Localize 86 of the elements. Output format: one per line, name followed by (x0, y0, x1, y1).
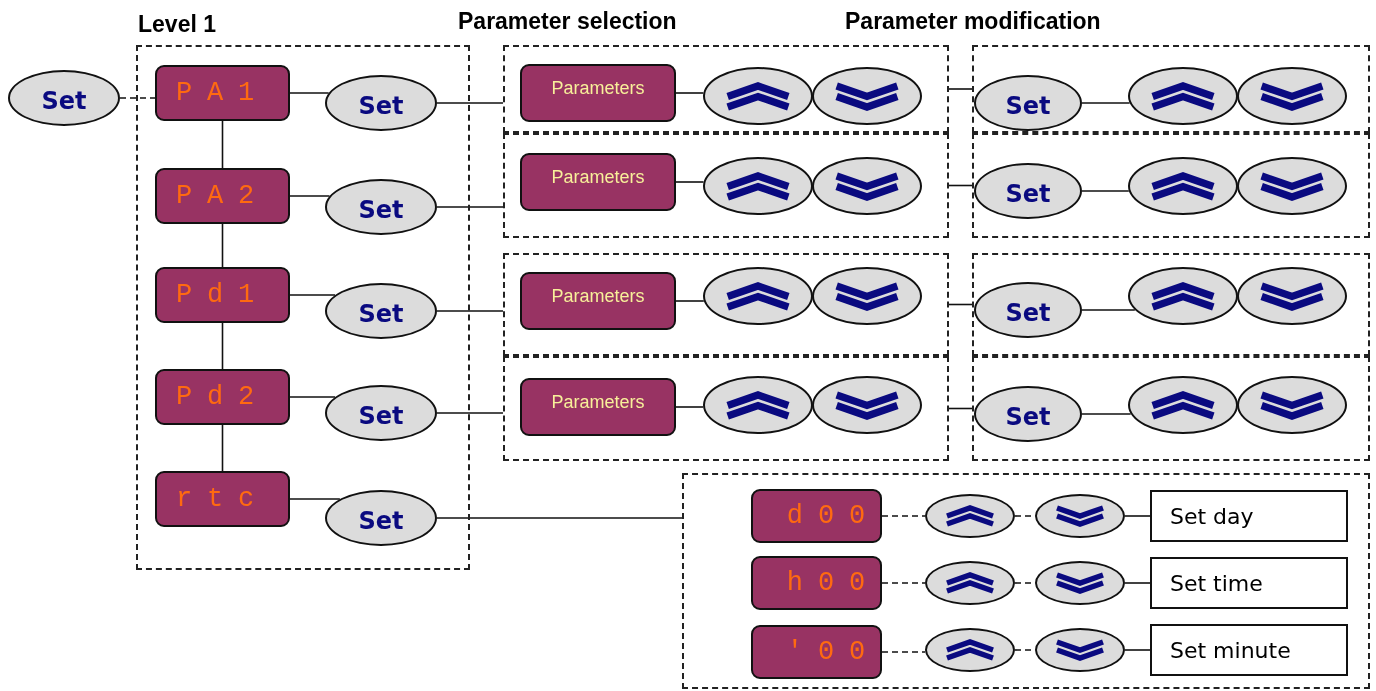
dashed-group-box (503, 133, 949, 238)
dashed-group-box (682, 473, 1370, 689)
connector (675, 92, 705, 94)
connector (675, 406, 704, 408)
box-label: Set minute (1170, 637, 1291, 663)
section-heading: Parameter modification (845, 8, 1101, 35)
connector (675, 300, 705, 302)
display-readout: rtc (175, 484, 270, 514)
connector (1081, 102, 1131, 104)
key-label: Set (358, 300, 404, 328)
key-label: Set (1005, 299, 1051, 327)
connector (948, 88, 973, 90)
box-label: Set time (1170, 570, 1263, 596)
connector (221, 424, 224, 472)
display-readout: Pd1 (175, 280, 270, 310)
display-readout: Pd2 (175, 382, 270, 412)
dashed-group-box (972, 356, 1370, 461)
display-readout: PA2 (175, 181, 270, 211)
dashed-group-box (972, 253, 1370, 356)
display-readout: d00 (786, 501, 880, 531)
section-heading: Parameter selection (458, 8, 677, 35)
box-label: Parameters (551, 167, 645, 188)
dashed-group-box (503, 356, 949, 461)
connector (221, 223, 224, 268)
connector (436, 517, 683, 519)
display-panel (155, 168, 290, 224)
dashed-group-box (503, 45, 949, 133)
text-box (1150, 624, 1348, 676)
display-panel (155, 65, 290, 121)
connector (1124, 649, 1151, 651)
dashed-group-box (972, 45, 1370, 133)
connector (436, 102, 504, 104)
text-box (1150, 490, 1348, 542)
key-label: Set (358, 507, 404, 535)
connector (1081, 190, 1130, 192)
key-label: Set (358, 196, 404, 224)
display-panel (155, 267, 290, 323)
dashed-group-box (503, 253, 949, 356)
key-label: Set (1005, 403, 1051, 431)
dashed-connector (119, 97, 156, 99)
connector (675, 181, 705, 183)
connector (1081, 309, 1136, 311)
key-ellipse (974, 75, 1082, 131)
display-readout: h00 (786, 568, 880, 598)
key-label: Set (1005, 180, 1051, 208)
connector (948, 184, 973, 187)
connector (1124, 582, 1151, 584)
box-label: Parameters (551, 286, 645, 307)
box-label: Set day (1170, 503, 1254, 529)
connector (289, 396, 336, 398)
connector (436, 310, 504, 312)
dashed-connector (881, 651, 926, 653)
process-box (520, 272, 676, 330)
display-panel (751, 556, 882, 610)
process-box (520, 378, 676, 436)
display-panel (155, 369, 290, 425)
key-label: Set (1005, 92, 1051, 120)
connector (289, 498, 341, 500)
connector (948, 407, 973, 410)
connector (221, 120, 224, 169)
box-label: Parameters (551, 392, 645, 413)
connector (436, 206, 504, 208)
group-heading: Level 1 (138, 11, 216, 38)
dashed-connector (881, 515, 926, 517)
display-panel (751, 625, 882, 679)
connector (436, 412, 504, 414)
display-readout: '00 (786, 637, 880, 667)
process-box (520, 64, 676, 122)
key-ellipse (974, 386, 1082, 442)
process-box (520, 153, 676, 211)
connector (289, 294, 336, 296)
display-readout: PA1 (175, 78, 270, 108)
box-label: Parameters (551, 78, 645, 99)
text-box (1150, 557, 1348, 609)
key-label: Set (358, 92, 404, 120)
key-ellipse (974, 163, 1082, 219)
display-panel (751, 489, 882, 543)
dashed-connector (881, 582, 926, 584)
connector (221, 322, 224, 370)
display-panel (155, 471, 290, 527)
key-ellipse (974, 282, 1082, 338)
connector (1124, 515, 1151, 517)
dashed-group-box (972, 133, 1370, 238)
connector (948, 303, 973, 306)
key-label: Set (41, 87, 87, 115)
key-label: Set (358, 402, 404, 430)
